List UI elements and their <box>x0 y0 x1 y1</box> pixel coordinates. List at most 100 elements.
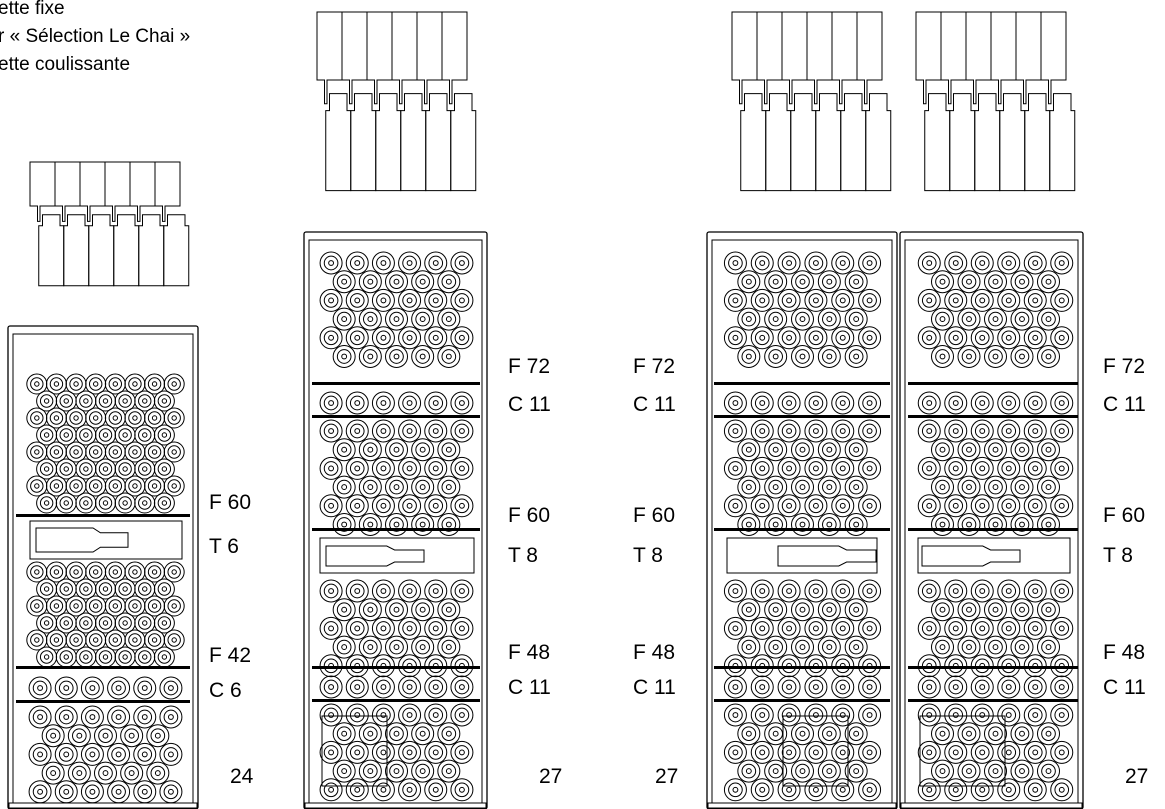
bottle-ring <box>69 565 83 579</box>
bottle-circle <box>804 778 828 802</box>
bottle-ring <box>992 606 999 613</box>
side-bottle-lower <box>1049 93 1076 192</box>
bottle-ring <box>966 606 972 613</box>
bottle-ring <box>1005 712 1012 718</box>
bottle-ring <box>349 658 365 674</box>
bottle-ring <box>167 565 181 579</box>
bottle-ring <box>153 646 175 668</box>
bottle-ring <box>336 763 352 779</box>
bottle-ring <box>732 625 739 632</box>
bottle-ring <box>862 330 877 346</box>
bottle-ring <box>432 400 439 406</box>
bottle-circle <box>80 742 104 766</box>
bottle-circle <box>777 675 801 699</box>
bottle-circle <box>944 288 968 312</box>
bottle-circle <box>831 494 855 518</box>
bottle-ring <box>1010 307 1034 331</box>
bottle-circle <box>750 419 774 443</box>
bottle-circle <box>450 654 474 678</box>
bottle-ring <box>34 569 40 575</box>
bottle-ring <box>94 724 117 748</box>
bottle-ring <box>974 461 990 476</box>
bottle-ring <box>961 763 977 779</box>
bottle-circle <box>764 722 788 746</box>
bottle-ring <box>341 521 348 528</box>
bottle-ring <box>32 784 48 800</box>
bottle-ring <box>812 297 819 304</box>
bottle-ring <box>844 598 868 622</box>
bottle-ring <box>826 353 833 360</box>
bottle-circle <box>804 616 828 640</box>
bottle-ring <box>163 475 185 497</box>
bottle-ring <box>777 419 801 443</box>
bottle-ring <box>835 498 851 514</box>
bottle-circle <box>345 703 369 727</box>
bottle-circle <box>817 438 841 462</box>
bottle-ring <box>393 730 400 737</box>
bottle-ring <box>804 494 828 518</box>
side-bottle-lower <box>113 214 140 287</box>
bottle-ring <box>795 311 810 327</box>
bottle-circle <box>385 345 408 368</box>
bottle-ring <box>419 644 426 651</box>
bottle-ring <box>839 465 846 472</box>
bottle-ring <box>349 461 365 476</box>
bottle-ring <box>428 621 444 636</box>
bottle-ring <box>848 726 864 742</box>
bottle-ring <box>157 650 172 664</box>
bottle-ring <box>341 316 348 323</box>
bottle-ring <box>808 293 824 308</box>
bottle-ring <box>853 446 860 453</box>
bottle-ring <box>858 419 882 443</box>
bottle-ring <box>772 768 779 775</box>
bottle-ring <box>935 479 950 495</box>
bottle-ring <box>406 428 413 434</box>
bottle-ring <box>777 456 801 480</box>
bottle-ring <box>49 599 64 613</box>
bottle-ring <box>750 419 774 443</box>
bottle-circle <box>804 579 828 603</box>
bottle-ring <box>786 786 793 793</box>
bottle-ring <box>799 521 806 528</box>
side-bottle-upper <box>441 11 468 105</box>
bottle-ring <box>944 778 968 802</box>
bottle-ring <box>151 415 158 421</box>
bottle-ring <box>58 747 74 762</box>
bottle-ring <box>812 334 819 341</box>
bottle-ring <box>89 751 96 758</box>
bottle-ring <box>328 625 335 632</box>
bottle-ring <box>406 712 413 718</box>
bottle-ring <box>835 782 851 798</box>
bottle-circle <box>858 778 882 802</box>
bottle-ring <box>921 330 937 346</box>
bottle-ring <box>92 603 99 609</box>
bottle-circle <box>163 629 185 651</box>
bottle-ring <box>88 479 103 493</box>
bottle-ring <box>944 326 968 350</box>
bottle-ring <box>37 751 44 758</box>
bottle-ring <box>402 707 417 723</box>
bottle-ring <box>1032 749 1039 756</box>
bottle-ring <box>354 334 361 341</box>
bottle-ring <box>1054 423 1070 439</box>
bottle-ring <box>73 483 79 489</box>
bottle-circle <box>332 345 356 368</box>
bottle-ring <box>939 730 946 737</box>
bottle-ring <box>997 456 1021 480</box>
bottle-circle <box>411 307 435 331</box>
bottle-ring <box>732 749 739 756</box>
bottle-ring <box>917 288 941 312</box>
bottle-ring <box>979 297 986 304</box>
bottle-circle <box>858 494 882 518</box>
bottle-ring <box>458 749 465 756</box>
bottle-ring <box>363 602 378 618</box>
bottle-ring <box>411 598 435 622</box>
bottle-ring <box>59 428 73 442</box>
shelf-line <box>908 528 1078 531</box>
bottle-ring <box>115 788 122 795</box>
bottle-ring <box>957 307 981 331</box>
bottle-ring <box>419 278 426 285</box>
bottle-circle <box>844 759 868 783</box>
bottle-ring <box>76 732 83 739</box>
bottle-ring <box>974 583 990 599</box>
